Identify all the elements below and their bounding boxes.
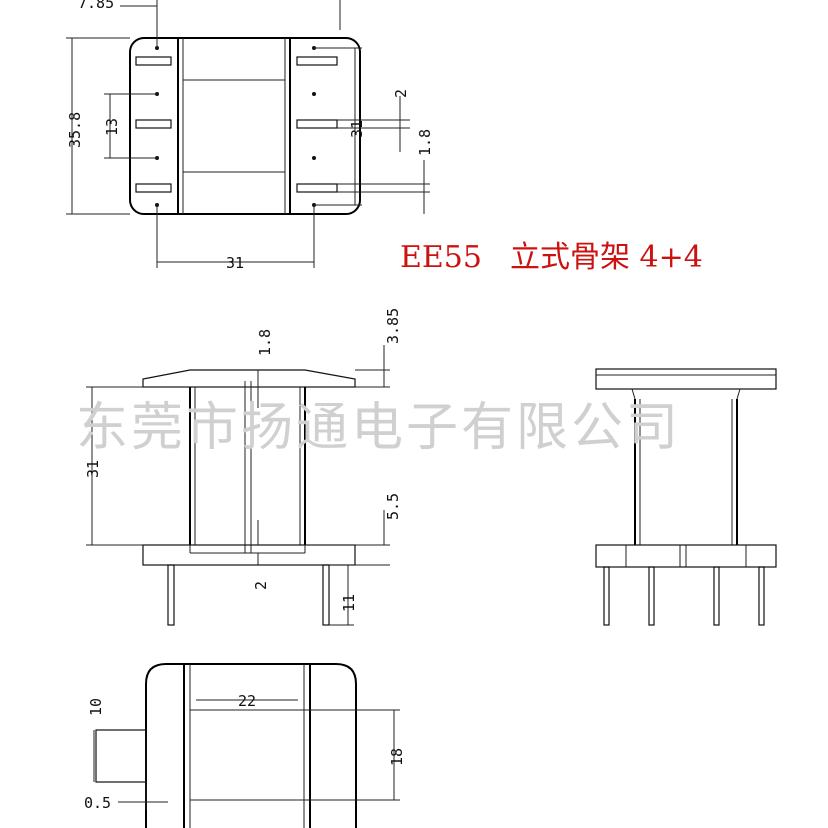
top-dim-35-8: 35.8 bbox=[66, 112, 84, 148]
bottom-dim-22: 22 bbox=[238, 692, 256, 710]
front-dim-31: 31 bbox=[84, 460, 102, 478]
top-dim-13: 13 bbox=[103, 118, 121, 136]
bottom-dim-10: 10 bbox=[87, 698, 105, 716]
top-dim-31-side: 31 bbox=[348, 120, 366, 138]
front-dim-3-85: 3.85 bbox=[384, 308, 402, 344]
top-dim-1-8: 1.8 bbox=[416, 129, 434, 156]
company-watermark: 东莞市扬通电子有限公司 bbox=[76, 398, 681, 458]
bottom-dim-0-5: 0.5 bbox=[84, 794, 111, 812]
drawing-title-description: 立式骨架 4+4 bbox=[510, 240, 703, 275]
top-view-outline bbox=[129, 37, 361, 215]
bottom-view: 22 18 10 0.5 bbox=[84, 663, 406, 828]
top-dim-31-bottom: 31 bbox=[226, 254, 244, 272]
drawing-title-model: EE55 bbox=[400, 240, 482, 275]
front-dim-2: 2 bbox=[252, 581, 270, 590]
top-dim-7-85: 7.85 bbox=[78, 0, 114, 12]
bottom-dim-18: 18 bbox=[388, 748, 406, 766]
front-view: 1.8 3.85 31 5.5 2 11 bbox=[84, 308, 402, 626]
front-dim-5-5: 5.5 bbox=[384, 493, 402, 520]
front-dim-11: 11 bbox=[340, 594, 358, 612]
front-dim-1-8: 1.8 bbox=[256, 329, 274, 356]
top-dim-2: 2 bbox=[392, 89, 410, 98]
top-view: 7.85 35.8 13 31 31 2 1.8 bbox=[66, 0, 434, 272]
side-view bbox=[595, 368, 777, 626]
